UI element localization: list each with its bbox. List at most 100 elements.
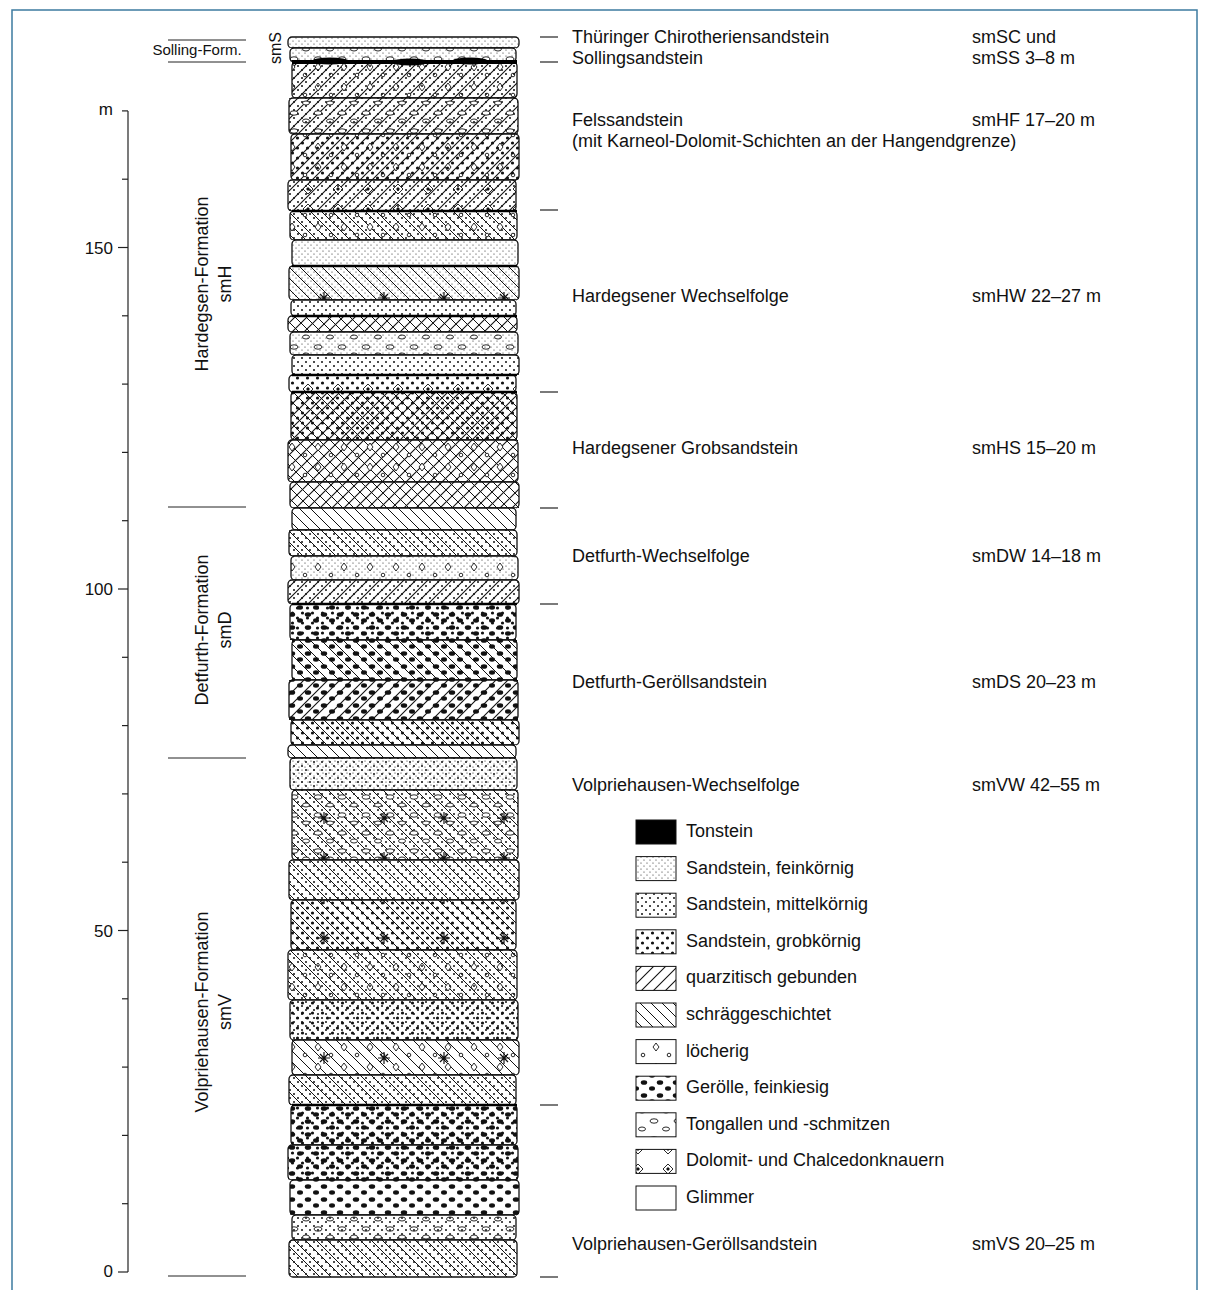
unit-label: smDS 20–23 m xyxy=(972,673,1096,693)
rock-bed xyxy=(290,604,516,640)
bed-pattern xyxy=(288,180,516,211)
claystone-layer xyxy=(292,210,517,213)
bed-pattern xyxy=(292,790,518,860)
bed-pattern xyxy=(288,37,519,48)
rock-bed xyxy=(290,332,518,355)
boundary-tick xyxy=(540,1276,558,1277)
bed-ground xyxy=(290,211,517,240)
bed-pattern xyxy=(288,180,516,211)
rock-bed xyxy=(288,580,519,604)
boundary-tick xyxy=(540,507,558,508)
unit-label: Hardegsener Grobsandstein xyxy=(572,439,798,459)
rock-bed xyxy=(288,37,519,48)
bed-pattern xyxy=(291,900,516,950)
bed-ground xyxy=(288,440,518,482)
boundary-tick xyxy=(540,603,558,604)
bed-pattern xyxy=(289,530,517,556)
legend-text: Dolomit- und Chalcedonknauern xyxy=(686,1151,944,1171)
bed-pattern xyxy=(291,392,517,440)
legend-text: Glimmer xyxy=(686,1188,754,1208)
bed-ground xyxy=(292,1040,519,1075)
bed-outline xyxy=(288,745,516,758)
bed-outline xyxy=(289,1240,517,1277)
bed-pattern xyxy=(291,556,518,580)
bed-pattern xyxy=(292,1040,519,1075)
bed-pattern xyxy=(292,240,518,266)
bed-pattern xyxy=(292,62,517,98)
axis-tick xyxy=(122,1135,128,1136)
axis-tick xyxy=(122,384,128,385)
bed-outline xyxy=(291,556,518,580)
bed-pattern xyxy=(290,211,517,240)
bed-ground xyxy=(289,530,517,556)
frame xyxy=(12,10,1197,1290)
bed-ground xyxy=(289,860,519,900)
axis-label: 100 xyxy=(85,581,113,600)
bed-ground xyxy=(288,745,516,758)
legend-swatch xyxy=(636,930,676,954)
bed-pattern xyxy=(291,556,518,580)
bed-pattern xyxy=(290,758,517,790)
boundary-tick xyxy=(540,391,558,392)
bed-outline xyxy=(292,62,517,98)
bed-outline xyxy=(290,1000,518,1040)
bed-outline xyxy=(288,950,517,1000)
axis-tick xyxy=(122,110,128,111)
bed-pattern xyxy=(288,580,519,604)
bed-ground xyxy=(289,680,518,720)
bed-outline xyxy=(288,37,519,48)
bed-pattern xyxy=(292,1040,519,1075)
claystone-layer xyxy=(292,374,517,377)
legend-text: Tongallen und -schmitzen xyxy=(686,1115,890,1135)
axis-tick xyxy=(122,793,128,794)
unit-label: Felssandstein xyxy=(572,111,683,131)
formation-line xyxy=(168,62,246,63)
formation-label: Volpriehausen-Formation xyxy=(193,911,213,1112)
bed-pattern xyxy=(292,640,517,680)
bed-pattern xyxy=(291,134,519,180)
formation-line xyxy=(168,507,246,508)
bed-pattern xyxy=(290,604,516,640)
rock-bed xyxy=(291,900,516,950)
bed-outline xyxy=(289,530,517,556)
rock-bed xyxy=(291,1105,517,1145)
bed-pattern xyxy=(289,680,518,720)
legend-swatch xyxy=(636,857,676,881)
bed-pattern xyxy=(290,1000,518,1040)
formation-label: smD xyxy=(216,612,236,649)
unit-label: (mit Karneol-Dolomit-Schichten an der Ha… xyxy=(572,132,1016,152)
formation-line xyxy=(168,1276,246,1277)
bed-pattern xyxy=(290,211,517,240)
rock-bed xyxy=(288,440,518,482)
rock-bed xyxy=(292,1040,519,1075)
unit-label: Hardegsener Wechselfolge xyxy=(572,287,789,307)
bed-ground xyxy=(292,508,516,530)
rock-bed xyxy=(292,62,517,98)
bed-pattern xyxy=(290,211,517,240)
bed-pattern xyxy=(289,98,518,134)
legend-text: Sandstein, mittelkörnig xyxy=(686,895,868,915)
bed-outline xyxy=(292,790,518,860)
bed-outline xyxy=(290,604,516,640)
bed-pattern xyxy=(290,1180,519,1215)
rock-bed xyxy=(291,392,517,440)
bed-ground xyxy=(289,98,518,134)
legend-text: schräggeschichtet xyxy=(686,1005,831,1025)
bed-pattern xyxy=(289,266,519,300)
unit-label: Volpriehausen-Geröllsandstein xyxy=(572,1235,817,1255)
boundary-tick xyxy=(540,1104,558,1105)
bed-ground xyxy=(291,134,519,180)
bed-ground xyxy=(290,482,519,508)
legend-swatch xyxy=(636,820,676,844)
rock-bed xyxy=(289,530,517,556)
bed-outline xyxy=(290,482,519,508)
axis-tick xyxy=(118,247,128,248)
bed-pattern xyxy=(288,440,518,482)
unit-label: smSC und xyxy=(972,28,1056,48)
bed-ground xyxy=(291,1105,517,1145)
rock-bed xyxy=(289,680,518,720)
bed-outline xyxy=(291,1105,517,1145)
rock-bed xyxy=(289,266,519,300)
rock-bed xyxy=(292,640,517,680)
